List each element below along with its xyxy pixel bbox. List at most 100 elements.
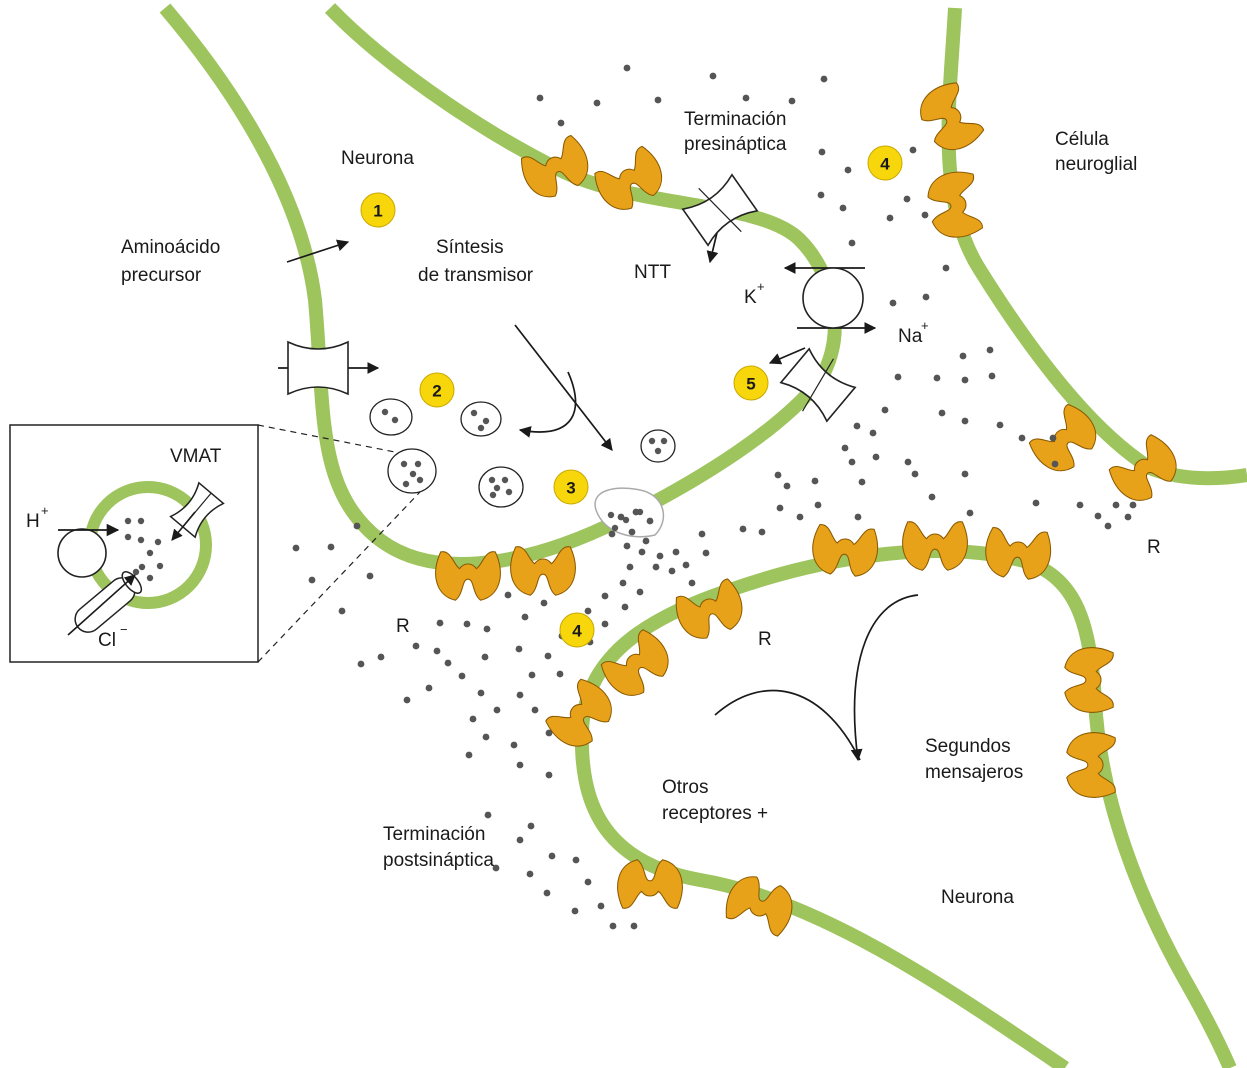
transmitter-dot [571,907,579,915]
vesicle-icon [460,401,502,437]
transmitter-dot [938,409,946,417]
transmitter-dot [528,671,536,679]
vesicle-dot [636,508,644,516]
transmitter-dot [492,864,500,872]
transmitter-dot [609,922,617,930]
transmitter-dot [516,761,524,769]
receptor-icon [594,145,663,210]
inset-dot [154,538,162,546]
transmitter-dot [656,552,664,560]
transmitter-dot [412,642,420,650]
transmitter-dot [433,647,441,655]
transmitter-dot [482,733,490,741]
transmitter-dot [545,771,553,779]
transmitter-dot [1018,434,1026,442]
transmitter-dot [510,741,518,749]
vesicle-dot [402,480,410,488]
label-terminacion-post-2: postsináptica [383,850,494,871]
transmitter-dot [526,870,534,878]
label-terminacion-post-1: Terminación [383,824,485,845]
receptor-icon [725,876,793,937]
transmitter-dot [739,525,747,533]
transmitter-dot [839,204,847,212]
label-segundos-2: mensajeros [925,762,1023,783]
vesicle-dot [482,417,490,425]
transmitter-dot [1049,434,1057,442]
transmitter-dot [988,372,996,380]
step-badge-3: 3 [553,469,589,505]
step-badge-4: 4 [559,612,595,648]
fusing-vesicle-icon [594,487,665,538]
transmitter-dot [911,470,919,478]
label-sintesis-2: de transmisor [418,265,534,286]
transmitter-dot [811,477,819,485]
reuptake-transporter-icon [779,347,857,423]
vesicle-dot [409,470,417,478]
transmitter-dot [469,715,477,723]
recycle-curve-arrow-icon [518,371,577,438]
transmitter-dot [1076,501,1084,509]
transmitter-dot [521,613,529,621]
transmitter-dot [1051,460,1059,468]
transmitter-dot [904,458,912,466]
vmat-inset [9,424,421,663]
transmitter-dot [630,922,638,930]
transmitter-dot [848,239,856,247]
presynaptic-membrane-left [159,3,842,571]
receptor-icon [902,521,968,571]
chloride-arrow-icon [67,574,136,636]
transmitter-dot [921,211,929,219]
transmitter-dot [638,548,646,556]
vesicle-dot [400,460,408,468]
transmitter-dot [742,94,750,102]
inset-frame [9,424,259,663]
transmitter-dot [933,374,941,382]
transmitter-dots [292,64,1137,930]
receptor-icon [675,578,743,639]
transmitter-dot [903,195,911,203]
transmitter-dot [477,689,485,697]
vesicles [369,398,676,538]
transmitter-dot [623,64,631,72]
transmitter-dot [483,625,491,633]
glial-membrane [941,7,1247,486]
vesicle-dot [470,409,478,417]
vesicle-dot [505,488,513,496]
transmitter-dot [484,811,492,819]
transmitter-dot [928,493,936,501]
step-badge-5: 5 [733,365,769,401]
label-na-plus: + [921,318,929,333]
transmitter-dot [858,478,866,486]
transmitter-dot [814,501,822,509]
label-h: H [26,511,40,532]
transmitter-dot [1094,512,1102,520]
label-aminoacido-1: Aminoácido [121,237,220,258]
transmitter-dot [458,672,466,680]
label-h-plus: + [41,503,49,518]
transmitter-dot [628,528,636,536]
transmitter-dot [966,509,974,517]
transmitter-dot [848,458,856,466]
transmitter-dot [465,751,473,759]
vesicle-icon [478,466,524,508]
transmitter-dot [922,293,930,301]
transmitter-dot [516,836,524,844]
label-neurona-bottom: Neurona [941,887,1014,908]
inset-dot [137,517,145,525]
step-badge-1: 1 [360,192,396,228]
transmitter-dot [626,563,634,571]
inset-transmitter-dots [124,517,164,582]
transmitter-dot [436,619,444,627]
transmitter-dot [531,706,539,714]
transmitter-dot [536,94,544,102]
step-number: 5 [746,375,755,394]
inset-dot [137,536,145,544]
step-badge-4: 4 [867,145,903,181]
transmitter-dot [493,706,501,714]
transmitter-dot [527,822,535,830]
vesicle-dot [488,476,496,484]
transmitter-dot [788,97,796,105]
label-celula-2: neuroglial [1055,154,1137,175]
transmitter-dot [548,852,556,860]
transmitter-dot [619,579,627,587]
